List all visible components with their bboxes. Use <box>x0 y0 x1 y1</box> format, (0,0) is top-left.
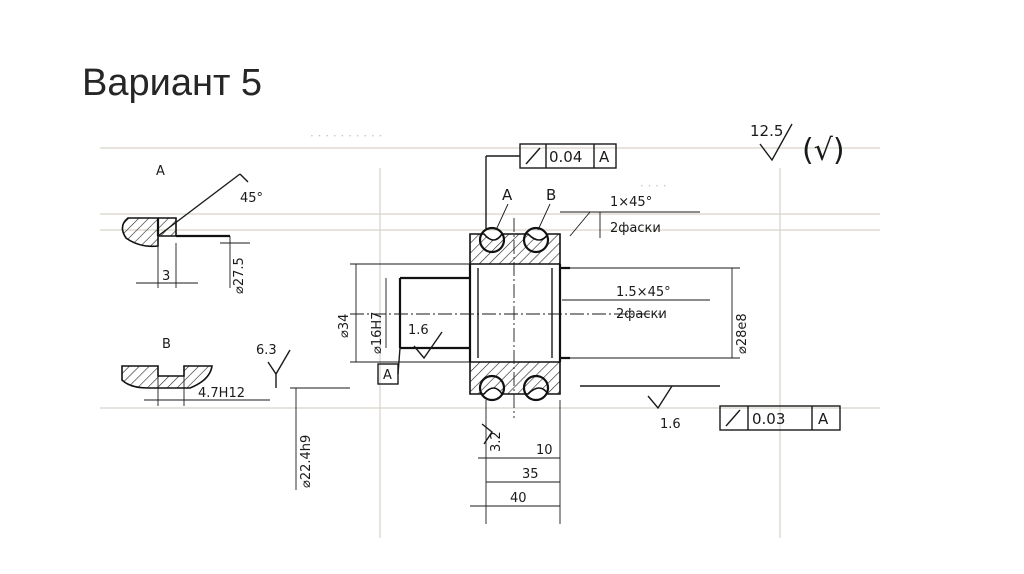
chamfer-1-count: 2фаски <box>610 221 661 236</box>
runout-top-datum: A <box>599 148 610 166</box>
detail-a-label: A <box>156 164 165 179</box>
roughness-hub: 6.3 <box>256 343 291 388</box>
runout-right-datum: A <box>818 410 829 428</box>
general-roughness-value: 12.5 <box>750 122 783 140</box>
detail-b-view: B 4.7H12 <box>121 337 270 406</box>
outer-diameter-dim: ⌀34 <box>337 263 470 363</box>
svg-text:· · · ·: · · · · <box>640 179 667 193</box>
runout-tolerance-top: 0.04 A <box>485 143 617 230</box>
detail-b-label: B <box>162 337 171 352</box>
runout-tolerance-right: 1.6 0.03 A <box>580 385 841 432</box>
chamfer-1-note: 1×45° 2фаски <box>560 195 700 238</box>
shaft-diameter-dim: ⌀28e8 <box>570 267 750 359</box>
section-label-b: B <box>546 186 556 204</box>
dim-length-35: 35 <box>522 467 539 482</box>
svg-text:6.3: 6.3 <box>256 343 277 358</box>
technical-drawing: · · · · · · · · · · · · · · A 45° 3 ⌀27.… <box>100 122 880 538</box>
dim-outer-diameter: ⌀34 <box>337 314 352 338</box>
length-dimensions: 10 35 40 3.2 <box>470 400 561 524</box>
svg-text:· · · · · · · · · ·: · · · · · · · · · · <box>310 129 382 143</box>
chamfer-2-note: 1.5×45° 2фаски <box>562 285 710 322</box>
main-part-section <box>350 218 660 418</box>
datum-a: A <box>377 347 401 385</box>
general-roughness: 12.5 (√) <box>750 122 845 168</box>
hub-diameter-dim: ⌀22.4h9 <box>290 387 350 490</box>
chamfer-1-size: 1×45° <box>610 195 652 210</box>
detail-a-angle: 45° <box>240 191 263 206</box>
slide-title: Вариант 5 <box>82 62 263 104</box>
detail-a-width: 3 <box>162 269 170 284</box>
dim-length-10: 10 <box>536 443 553 458</box>
dim-shaft-diameter: ⌀28e8 <box>735 313 750 354</box>
chamfer-2-size: 1.5×45° <box>616 285 671 300</box>
background-table-ghost: · · · · · · · · · · · · · · <box>100 129 880 538</box>
dim-hub-diameter: ⌀22.4h9 <box>299 435 314 488</box>
roughness-face: 3.2 <box>489 431 504 452</box>
dim-length-40: 40 <box>510 491 527 506</box>
roughness-shaft: 1.6 <box>660 417 681 432</box>
section-label-a: A <box>502 186 513 204</box>
runout-right-value: 0.03 <box>752 410 785 428</box>
roughness-bore: 1.6 <box>408 323 429 338</box>
datum-a-label: A <box>383 368 392 383</box>
section-labels: A B <box>495 186 556 231</box>
general-roughness-mark: (√) <box>802 133 845 168</box>
detail-b-width: 4.7H12 <box>198 386 245 401</box>
runout-top-value: 0.04 <box>549 148 582 166</box>
chamfer-2-count: 2фаски <box>616 307 667 322</box>
detail-a-view: A 45° 3 ⌀27.5 <box>121 164 263 294</box>
dim-bore-diameter: ⌀16H7 <box>370 312 385 354</box>
dim-groove-diameter: ⌀27.5 <box>232 257 247 294</box>
bore-diameter-dim: ⌀16H7 1.6 <box>370 278 443 360</box>
